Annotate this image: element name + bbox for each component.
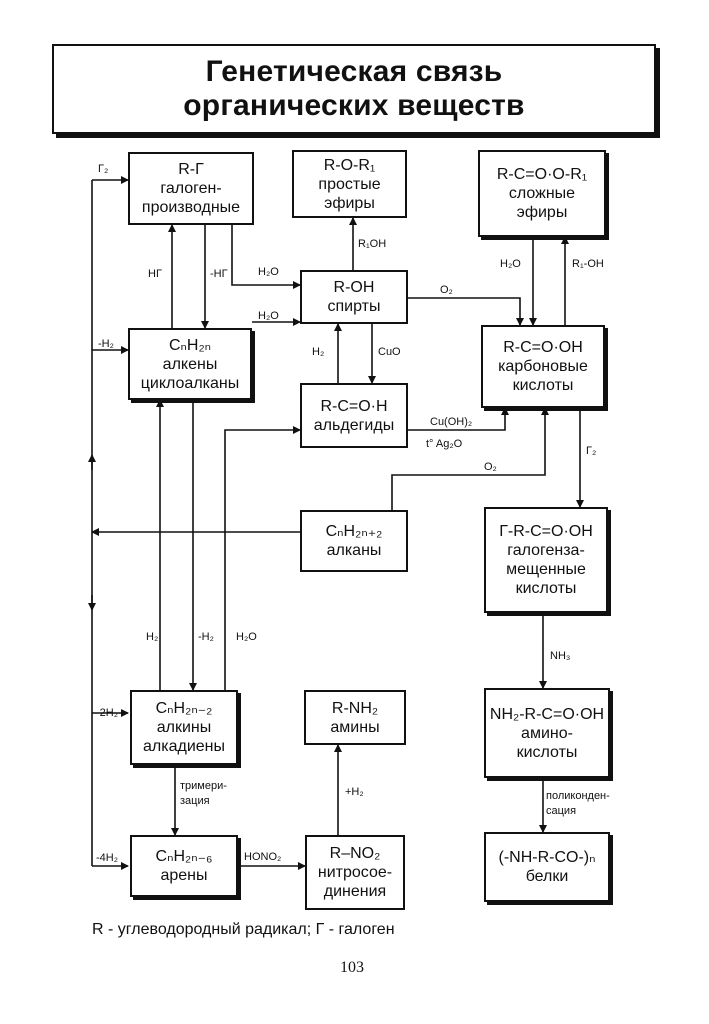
- page-number: 103: [340, 959, 364, 976]
- label-t-ag2o: t° Ag₂O: [426, 438, 463, 450]
- label-h2o-d: H₂O: [236, 631, 257, 643]
- label-o2-a: O₂: [440, 284, 453, 296]
- label-minus-h2-b: -H₂: [198, 631, 214, 643]
- title-line-2: органических веществ: [183, 89, 525, 122]
- label-h2o-b: H₂O: [258, 310, 279, 322]
- label-h2-a: H₂: [312, 346, 325, 358]
- label-g2-b: Г₂: [586, 445, 597, 457]
- label-hono2: HONO₂: [244, 851, 282, 863]
- label-cuo: CuO: [378, 346, 401, 358]
- label-h2o-a: H₂O: [258, 266, 279, 278]
- label-g2: Г₂: [98, 163, 109, 175]
- label-plus-h2: +H₂: [345, 786, 364, 798]
- label-polycondensation-2: сация: [546, 805, 577, 817]
- label-r1-oh: R₁-OH: [572, 258, 604, 270]
- label-minus-4h2: -4H₂: [96, 852, 118, 864]
- label-polycondensation-1: поликонден-: [546, 790, 610, 802]
- label-minus-h2: -H₂: [98, 338, 114, 350]
- title-box: Генетическая связь органических веществ: [52, 44, 656, 134]
- label-cuoh2: Cu(OH)₂: [430, 416, 473, 428]
- label-nh3: NH₃: [550, 650, 571, 662]
- title-line-1: Генетическая связь: [205, 55, 503, 88]
- label-o2-b: O₂: [484, 461, 497, 473]
- label-trimerization-2: зация: [180, 795, 210, 807]
- label-hg: HГ: [148, 268, 162, 280]
- label-minus-2h2: -2H₂: [96, 707, 118, 719]
- label-minus-hg: -HГ: [210, 268, 228, 280]
- legend-footnote: R - углеводородный радикал; Г - галоген: [92, 921, 395, 938]
- label-r1oh: R₁OH: [358, 238, 387, 250]
- label-trimerization-1: тримери-: [180, 780, 227, 792]
- label-h2-b: H₂: [146, 631, 159, 643]
- label-h2o-c: H₂O: [500, 258, 521, 270]
